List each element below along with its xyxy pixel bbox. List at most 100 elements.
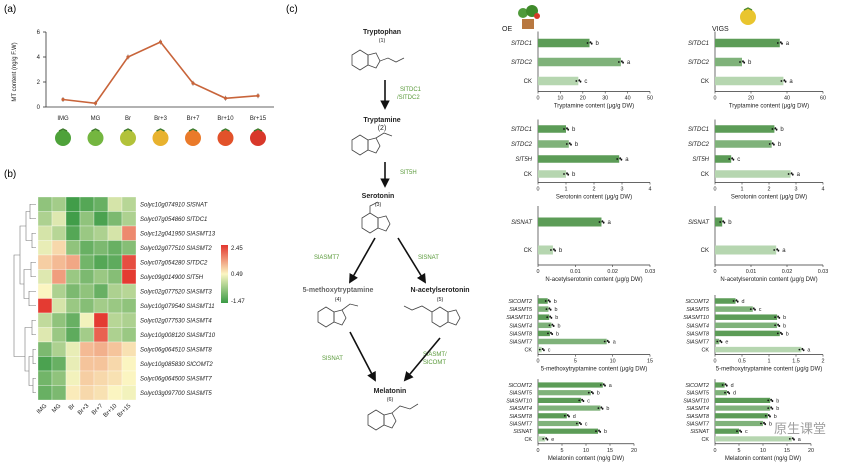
bar-datapoint [550, 249, 552, 251]
bar-significance-letter: b [597, 391, 600, 397]
panel-a-xtick-label: Br+7 [187, 116, 201, 122]
tomato-icon [87, 130, 104, 146]
bar-datapoint [774, 324, 776, 327]
gene-name: SlASMT2 [186, 246, 212, 252]
gene-id: Solyc06g064510 [140, 347, 186, 353]
header-oe: OE [502, 26, 512, 33]
bar-datapoint [545, 437, 548, 439]
bar-datapoint [602, 383, 605, 386]
bar [715, 170, 791, 178]
bar-datapoint [790, 172, 793, 175]
heatmap-cell [107, 370, 123, 386]
bar-chart-xtick-label: 20 [748, 96, 754, 102]
compound-n-acetylserotonin: N-acetylserotonin [410, 287, 469, 294]
heatmap-row-label: Solyc10g079540 SlASMT11 [140, 304, 215, 310]
heatmap-cell [121, 385, 137, 401]
bar [538, 170, 566, 178]
bar-chart-xtick-label: 0.03 [818, 269, 829, 275]
bar-datapoint [620, 60, 623, 63]
heatmap-col-label: Br [68, 403, 76, 411]
heatmap-cell [121, 211, 137, 227]
bar-chart-xtick-label: 50 [647, 96, 653, 102]
bar-category-label: CK [701, 172, 709, 178]
bar-significance-letter: b [557, 323, 560, 329]
bar-datapoint [767, 399, 770, 402]
bar-significance-letter: b [554, 307, 557, 313]
bar-datapoint [739, 61, 741, 63]
bar-chart-xtick-label: 15 [607, 448, 613, 454]
bar-datapoint [546, 316, 549, 319]
heatmap-row-label: Solyc10g085830 SlCOMT2 [140, 362, 213, 368]
bar-significance-letter: c [745, 429, 748, 435]
heatmap-cell [93, 283, 109, 299]
bar-chart-xtick-label: 2 [822, 359, 825, 365]
heatmap-cell [93, 370, 109, 386]
dendrogram-branch [32, 377, 36, 394]
bar-datapoint [787, 173, 790, 175]
compound-tryptophan: Tryptophan [363, 29, 401, 36]
bar-datapoint [763, 421, 765, 424]
bar [538, 397, 582, 403]
bar-chart-xtick-label: 30 [602, 96, 608, 102]
tomato-stem-icon [221, 128, 230, 132]
bar-chart-xtick-label: 10 [583, 448, 589, 454]
heatmap-cell [79, 225, 95, 241]
heatmap-cell [51, 269, 67, 285]
heatmap-cell [65, 269, 81, 285]
bar-datapoint [773, 143, 775, 146]
bar-significance-letter: a [786, 41, 790, 47]
tomato-stem-icon [156, 128, 165, 132]
bar-chart-xtick-label: 0.5 [738, 359, 746, 365]
bar-significance-letter: d [573, 414, 576, 420]
bar-datapoint [622, 61, 624, 64]
panel-a-ylabel: MT content (ng/g F.W) [12, 42, 18, 101]
bar [715, 390, 727, 396]
panel-a-ytick-label: 4 [37, 55, 41, 61]
bar-significance-letter: a [607, 220, 611, 226]
bar-significance-letter: b [786, 331, 789, 337]
bar-category-label: SlASMT7 [509, 340, 533, 346]
bar-significance-letter: c [548, 348, 551, 354]
bar-category-label: SlSNAT [688, 220, 710, 226]
heatmap-cell [79, 341, 95, 357]
bar [538, 390, 591, 396]
bar-datapoint [731, 157, 734, 160]
bar-datapoint [778, 325, 781, 327]
bar [715, 397, 771, 403]
bar [538, 314, 550, 320]
compound-num-4: (4) [335, 297, 342, 303]
heatmap-cell [79, 370, 95, 386]
bar-chart-xtick-label: 0 [714, 269, 717, 275]
bar-datapoint [752, 307, 755, 310]
bar-datapoint [590, 42, 593, 45]
bar-chart-xtick-label: 3 [795, 187, 798, 193]
compound-num-3: (3) [375, 202, 382, 208]
bar-category-label: CK [701, 248, 709, 254]
heatmap-cell [107, 225, 123, 241]
heatmap-cell [37, 356, 53, 372]
heatmap-cell [93, 269, 109, 285]
bar-chart-xtick-label: 5 [561, 448, 564, 454]
watermark-text: 原生课堂 [774, 422, 826, 437]
bar-datapoint [724, 383, 727, 386]
bar-datapoint [617, 61, 620, 63]
heatmap-cell [121, 240, 137, 256]
heatmap-cell [37, 370, 53, 386]
compound-melatonin: Melatonin [374, 388, 407, 395]
panel-a-point [126, 55, 130, 59]
heatmap-cell [79, 269, 95, 285]
bar-datapoint [724, 391, 726, 394]
bar-datapoint [568, 142, 571, 145]
bar-datapoint [575, 422, 578, 425]
heatmap-cell [93, 196, 109, 212]
bar [538, 382, 603, 388]
bar-category-label: SlASMT5 [686, 307, 710, 313]
bar-category-label: CK [525, 437, 533, 443]
bar-datapoint [538, 348, 541, 351]
bar [715, 420, 763, 427]
panel-a-point [256, 94, 260, 98]
bar-datapoint [716, 340, 719, 343]
